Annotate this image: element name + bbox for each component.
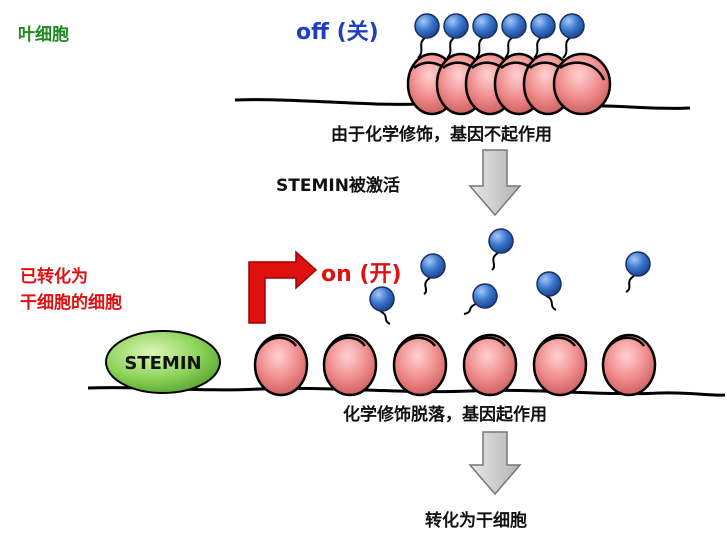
converted-line-2: 干细胞的细胞: [20, 293, 122, 313]
nucleosome-icon: [552, 52, 612, 116]
methyl-group-icon: [369, 286, 395, 325]
dna-strand-bottom: [87, 386, 726, 397]
nucleosome-icon: [253, 333, 309, 397]
activation-caption: STEMIN被激活: [276, 176, 400, 196]
activation-arrow-icon: [248, 250, 318, 324]
nucleosome-icon: [322, 333, 378, 397]
cell-type-label: 叶细胞: [18, 25, 69, 45]
methyl-group-icon: [414, 13, 440, 59]
down-arrow-icon: [468, 149, 522, 217]
nucleosome-icon: [601, 333, 657, 397]
methyl-group-icon: [463, 283, 498, 315]
methyl-group-icon: [420, 253, 446, 295]
result-caption: 转化为干细胞: [425, 511, 527, 531]
methyl-group-icon: [559, 13, 585, 59]
down-arrow-icon: [468, 431, 522, 496]
methyl-group-icon: [530, 13, 556, 59]
on-caption: 化学修饰脱落，基因起作用: [343, 405, 547, 425]
converted-cell-label: 已转化为 干细胞的细胞: [20, 264, 122, 316]
stemin-label: STEMIN: [124, 353, 201, 374]
stemin-protein-icon: STEMIN: [105, 330, 221, 394]
methyl-group-icon: [625, 251, 651, 293]
methyl-group-icon: [501, 13, 527, 59]
methyl-group-icon: [472, 13, 498, 59]
nucleosome-cluster-off: [406, 52, 612, 116]
nucleosome-icon: [462, 333, 518, 397]
converted-line-1: 已转化为: [20, 267, 88, 287]
nucleosome-row-on: [253, 333, 657, 397]
methyl-group-icon: [488, 228, 514, 271]
off-state-label: off (关): [296, 20, 379, 45]
methyl-group-icon: [443, 13, 469, 59]
off-caption: 由于化学修饰，基因不起作用: [331, 125, 552, 145]
nucleosome-icon: [392, 333, 448, 397]
nucleosome-icon: [532, 333, 588, 397]
methyl-groups-detached: [369, 228, 651, 325]
methyl-group-icon: [536, 271, 562, 311]
methyl-groups-attached: [414, 13, 585, 59]
on-state-label: on (开): [321, 262, 402, 287]
